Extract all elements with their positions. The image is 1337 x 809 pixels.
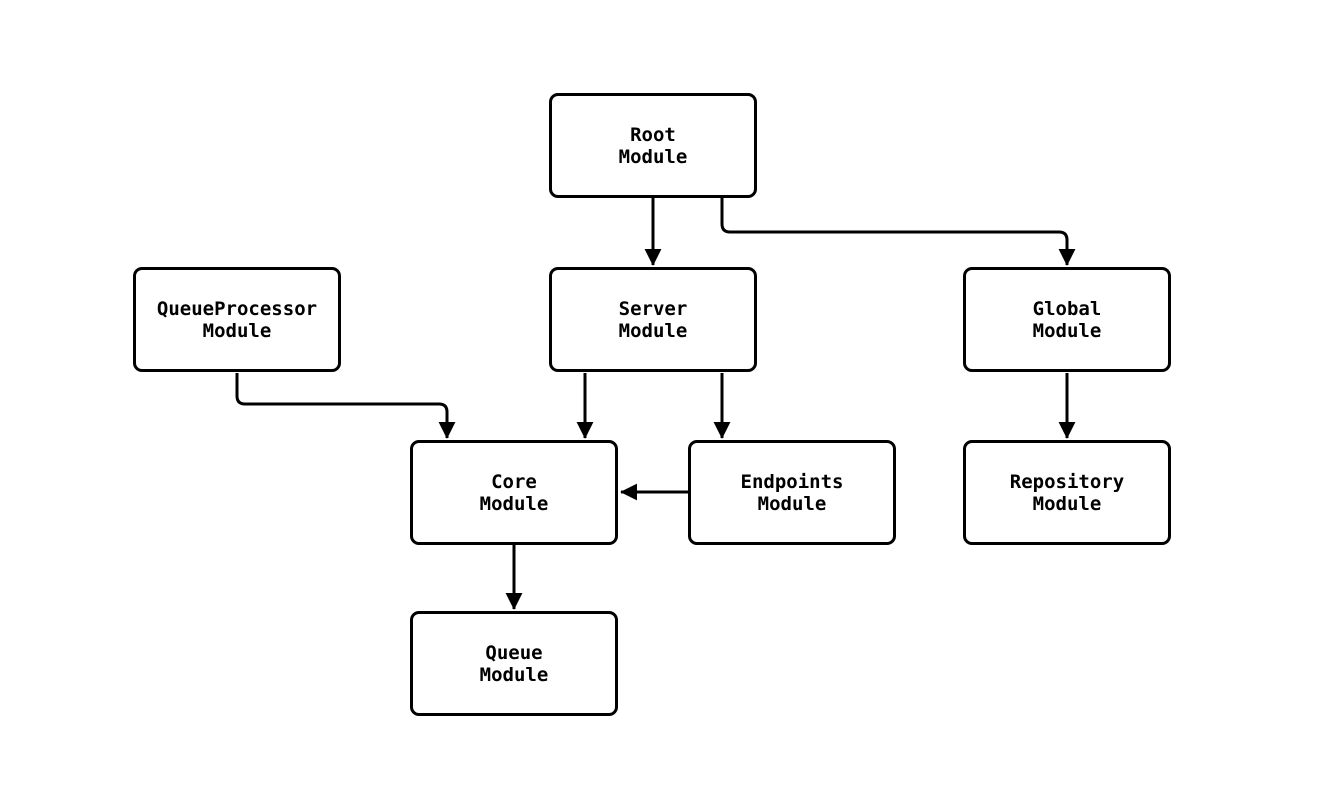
- node-repository-module-label: Repository Module: [1009, 470, 1125, 515]
- node-endpoints-module: Endpoints Module: [688, 440, 896, 545]
- node-queue-module: Queue Module: [410, 611, 618, 716]
- node-endpoints-module-label: Endpoints Module: [740, 470, 844, 515]
- node-queueprocessor-module: QueueProcessor Module: [133, 267, 341, 372]
- node-server-module-label: Server Module: [618, 297, 688, 342]
- node-global-module: Global Module: [963, 267, 1171, 372]
- node-queue-module-label: Queue Module: [479, 641, 549, 686]
- node-global-module-label: Global Module: [1032, 297, 1102, 342]
- node-core-module-label: Core Module: [479, 470, 549, 515]
- node-root-module: Root Module: [549, 93, 757, 198]
- edge-queueprocessor-to-core: [235, 373, 456, 439]
- node-server-module: Server Module: [549, 267, 757, 372]
- node-repository-module: Repository Module: [963, 440, 1171, 545]
- node-queueprocessor-module-label: QueueProcessor Module: [156, 297, 318, 342]
- edge-root-to-global: [720, 198, 1076, 266]
- node-core-module: Core Module: [410, 440, 618, 545]
- node-root-module-label: Root Module: [618, 123, 688, 168]
